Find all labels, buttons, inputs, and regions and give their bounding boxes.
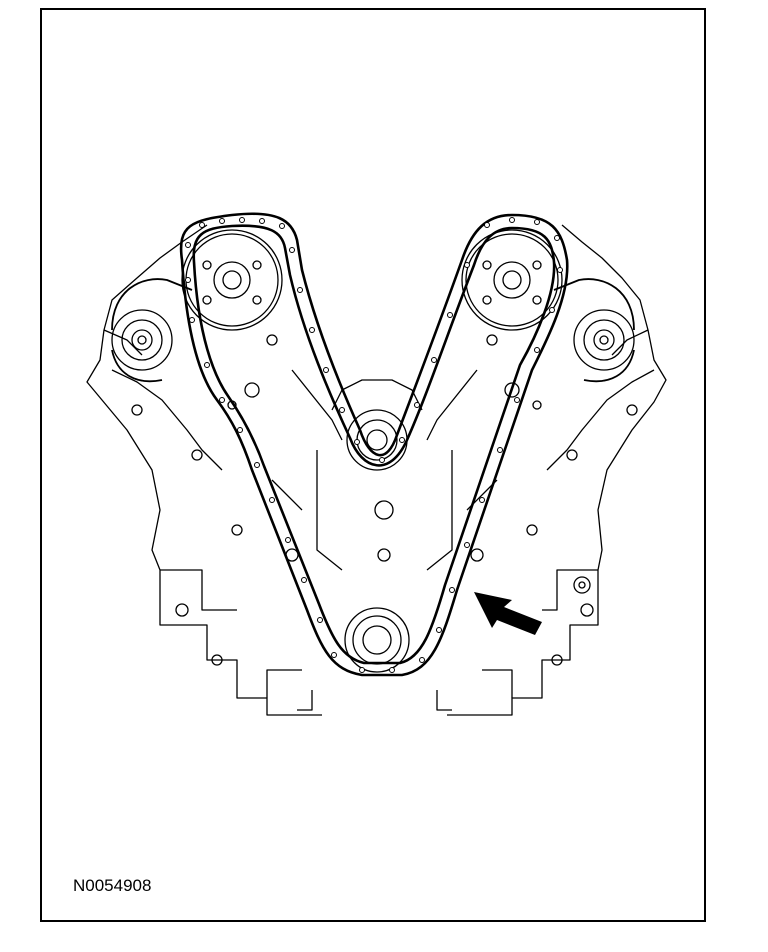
- left-auxiliary-sprocket: [111, 309, 173, 371]
- engine-timing-diagram: [86, 212, 667, 716]
- figure-frame: N0054908: [40, 8, 706, 922]
- right-auxiliary-sprocket: [573, 309, 635, 371]
- arrow-icon: [474, 592, 542, 635]
- engine-block-outline: [86, 224, 322, 716]
- left-camshaft-sprocket: [181, 229, 283, 331]
- right-camshaft-sprocket: [461, 229, 563, 331]
- timing-chain-primary: [179, 212, 569, 677]
- figure-id: N0054908: [73, 876, 152, 895]
